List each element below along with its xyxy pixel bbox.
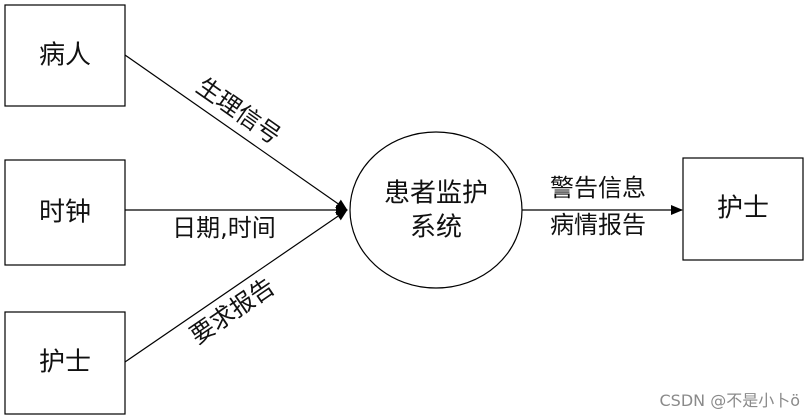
nurse-source-box bbox=[4, 311, 126, 415]
vital-signs-arrow bbox=[124, 54, 348, 211]
clock-box bbox=[4, 159, 126, 266]
condition-report-label: 病情报告 bbox=[550, 211, 646, 239]
patient-monitoring-system bbox=[349, 131, 523, 289]
clock-label: 时钟 bbox=[39, 198, 91, 228]
nurse-target-label: 护士 bbox=[717, 194, 769, 224]
date-time-label: 日期,时间 bbox=[172, 214, 276, 242]
warning-info-label: 警告信息 bbox=[550, 174, 646, 202]
request-report-arrow bbox=[124, 209, 348, 363]
nurse-target-box bbox=[682, 157, 804, 261]
patient-box bbox=[4, 4, 126, 107]
patient-label: 病人 bbox=[39, 41, 91, 71]
watermark: CSDN @不是小卜ö bbox=[660, 391, 801, 410]
system-label-line1: 患者监护 bbox=[384, 179, 488, 209]
nurse-source-label: 护士 bbox=[39, 348, 91, 378]
system-label-line2: 系统 bbox=[410, 213, 462, 243]
